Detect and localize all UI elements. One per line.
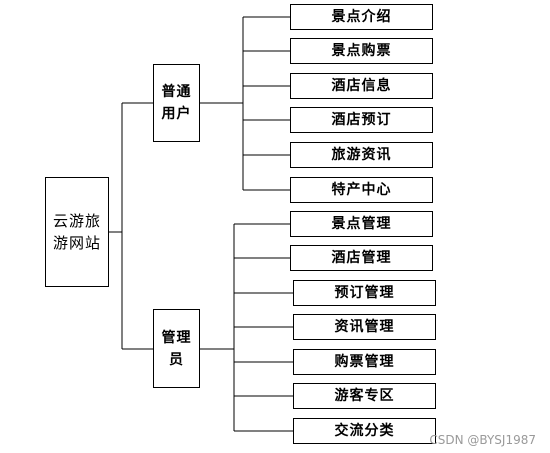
leaf-node: 景点管理: [290, 211, 433, 237]
branch-node-label: 管理员: [161, 329, 192, 368]
leaf-node: 景点介绍: [290, 4, 433, 30]
leaf-node-label: 特产中心: [331, 182, 392, 198]
leaf-node-label: 景点管理: [331, 216, 392, 232]
leaf-node-label: 景点介绍: [331, 9, 392, 25]
branch-node-label: 普通用户: [161, 84, 192, 122]
leaf-node: 酒店管理: [290, 245, 433, 271]
leaf-node-label: 资讯管理: [334, 319, 395, 335]
leaf-node: 游客专区: [293, 383, 436, 409]
leaf-node: 酒店信息: [290, 73, 433, 99]
leaf-node: 资讯管理: [293, 314, 436, 340]
leaf-node-label: 旅游资讯: [331, 147, 392, 163]
watermark: CSDN @BYSJ1987: [429, 433, 536, 447]
leaf-node-label: 游客专区: [334, 388, 395, 404]
leaf-node-label: 购票管理: [334, 354, 395, 370]
leaf-node: 交流分类: [293, 418, 436, 444]
leaf-node-label: 景点购票: [331, 43, 392, 59]
leaf-node-label: 酒店管理: [331, 250, 392, 266]
branch-node-regular-user: 普通用户: [153, 64, 200, 142]
leaf-node: 预订管理: [293, 280, 436, 306]
leaf-node-label: 交流分类: [334, 423, 395, 439]
leaf-node: 酒店预订: [290, 107, 433, 133]
leaf-node: 景点购票: [290, 38, 433, 64]
leaf-node-label: 预订管理: [334, 285, 395, 301]
leaf-node-label: 酒店信息: [331, 78, 392, 94]
branch-node-admin: 管理员: [153, 309, 200, 388]
root-node-label: 云游旅游网站: [53, 212, 102, 252]
leaf-node: 特产中心: [290, 177, 433, 203]
root-node: 云游旅游网站: [45, 177, 109, 287]
leaf-node-label: 酒店预订: [331, 112, 392, 128]
leaf-node: 购票管理: [293, 349, 436, 375]
leaf-node: 旅游资讯: [290, 142, 433, 168]
